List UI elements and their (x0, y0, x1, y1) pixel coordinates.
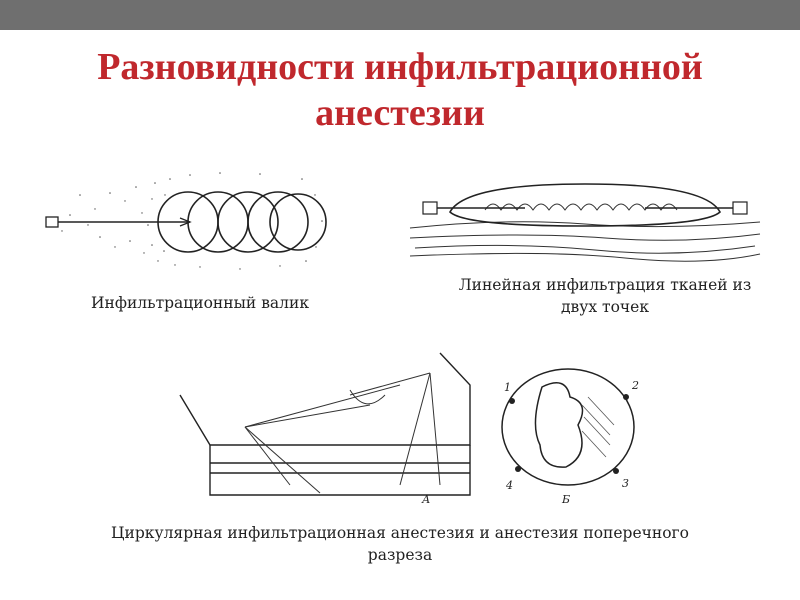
top-bar (0, 0, 800, 30)
circular-infiltration-illustration: А 1 2 3 4 Б (170, 345, 650, 505)
point-labels-b: 1 2 3 4 (504, 379, 639, 492)
injection-points-b (509, 394, 629, 474)
linear-infiltration-caption-line-1: Линейная инфильтрация тканей из (458, 276, 752, 294)
circular-infiltration-caption-line-1: Циркулярная инфильтрационная анестезия и… (111, 524, 689, 542)
tissue-block-a (179, 352, 471, 496)
slide-title: Разновидности инфильтрационной анестезии (0, 44, 800, 136)
needle-arrow (179, 217, 192, 227)
linear-infiltration-illustration (405, 168, 765, 263)
tissue-layers (409, 221, 761, 262)
syringe-hub-right (732, 201, 748, 215)
circular-infiltration-caption: Циркулярная инфильтрационная анестезия и… (60, 522, 740, 566)
anesthetic-roller (157, 191, 327, 253)
infiltration-roller-illustration (40, 165, 340, 277)
linear-infiltration-caption-line-2: двух точек (560, 298, 650, 316)
point-label-4: 4 (505, 479, 513, 492)
figure-label-b: Б (561, 493, 570, 505)
infiltration-roller-caption: Инфильтрационный валик (90, 294, 310, 312)
point-label-3: 3 (622, 477, 629, 490)
point-label-1: 1 (504, 381, 511, 394)
syringe-hub-left (422, 201, 438, 215)
injection-lines-a (244, 372, 441, 494)
slide-title-line-1: Разновидности инфильтрационной (97, 46, 703, 88)
figure-label-a: А (421, 493, 430, 505)
stipple-texture (61, 172, 323, 270)
circular-infiltration-caption-line-2: разреза (367, 546, 433, 564)
hatching-b (581, 396, 615, 458)
point-label-2: 2 (631, 379, 639, 392)
linear-infiltration-caption: Линейная инфильтрация тканей из двух точ… (430, 274, 780, 318)
infiltration-bubbles (484, 203, 678, 211)
slide-title-line-2: анестезии (315, 92, 485, 134)
syringe-hub (45, 216, 59, 228)
cross-section-b (501, 368, 635, 486)
infiltration-zone (449, 183, 721, 227)
